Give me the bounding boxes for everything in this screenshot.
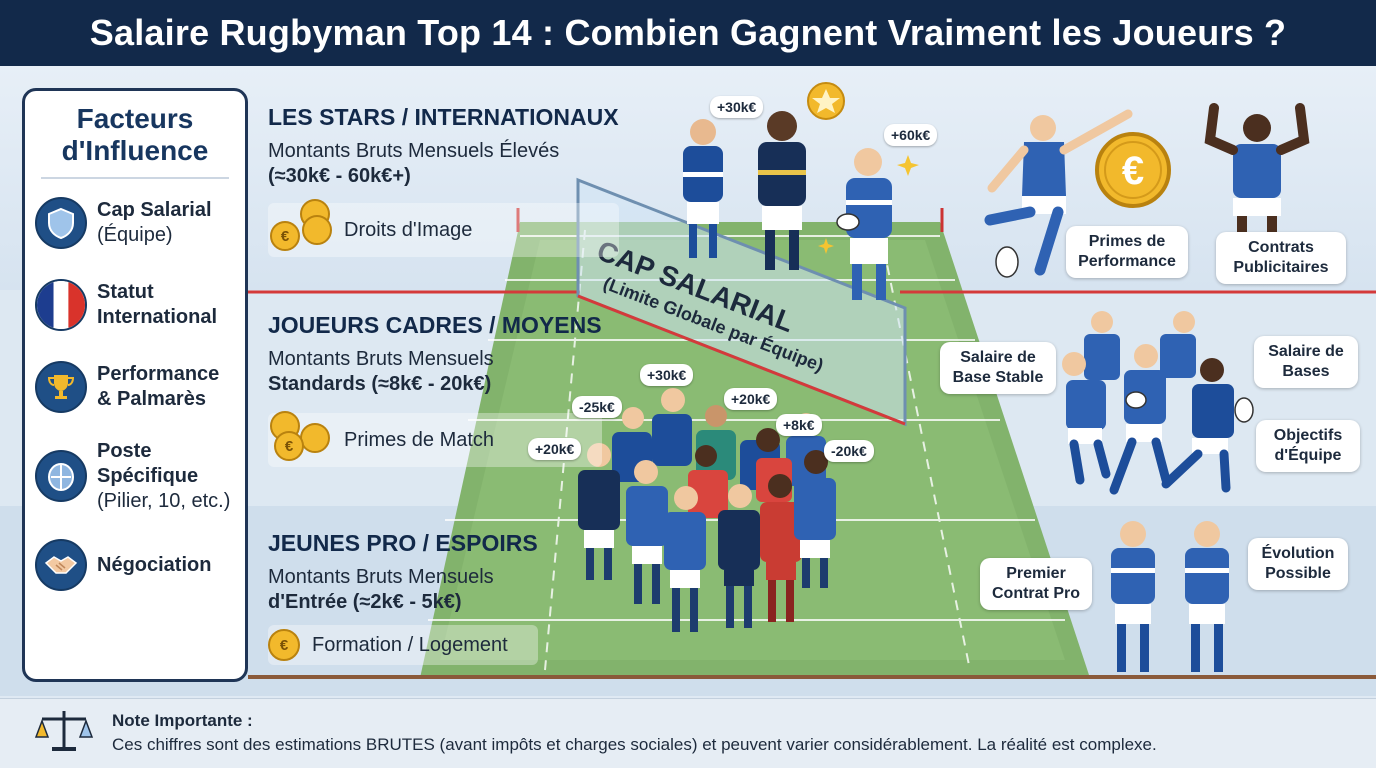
tier-stars: LES STARS / INTERNATIONAUX Montants Brut… [268, 104, 619, 257]
factor-sublabel: (Équipe) [97, 224, 173, 247]
factor-label: Poste Spécifique [97, 439, 199, 487]
rugby-helmet-icon [35, 450, 87, 503]
trophy-icon [35, 361, 87, 414]
salary-delta-badge: -25k€ [572, 396, 622, 418]
tier-range: (≈30k€ - 60k€+) [268, 165, 411, 187]
salary-delta-badge: +30k€ [710, 96, 764, 118]
factor-statut-international: Statut International [35, 275, 235, 335]
factor-negociation: Négociation [35, 535, 235, 595]
tier-extra: € Droits d'Image [268, 199, 619, 257]
tier-title: JEUNES PRO / ESPOIRS [268, 530, 538, 556]
tier-extra-label: Primes de Match [344, 428, 495, 451]
footer-text: Ces chiffres sont des estimations BRUTES… [112, 735, 1157, 754]
callout-salaire-base-stable: Salaire de Base Stable [940, 342, 1056, 394]
coin-icon: € [268, 629, 300, 661]
footer-note: Note Importante : Ces chiffres sont des … [0, 698, 1376, 768]
callout-contrats-publicitaires: Contrats Publicitaires [1216, 232, 1346, 284]
tier-extra-label: Droits d'Image [344, 218, 473, 241]
callout-evolution-possible: Évolution Possible [1248, 538, 1348, 590]
coin-stack-icon: € [268, 411, 332, 463]
callout-primes-performance: Primes de Performance [1066, 226, 1188, 278]
factor-performance: Performance & Palmarès [35, 357, 235, 417]
salary-delta-badge: +20k€ [724, 388, 778, 410]
tier-title: JOUEURS CADRES / MOYENS [268, 312, 602, 338]
page-title: Salaire Rugbyman Top 14 : Combien Gagnen… [89, 12, 1287, 53]
tier-extra-label: Formation / Logement [312, 633, 508, 656]
factor-label: Négociation [97, 553, 212, 576]
footer-title: Note Importante : [112, 711, 253, 730]
header-bar: Salaire Rugbyman Top 14 : Combien Gagnen… [0, 0, 1376, 66]
tier-range: Standards (≈8k€ - 20k€) [268, 373, 492, 395]
salary-delta-badge: +60k€ [884, 124, 938, 146]
tier-description: Montants Bruts Mensuels [268, 348, 494, 370]
salary-delta-badge: +30k€ [640, 364, 694, 386]
tier-jeunes: JEUNES PRO / ESPOIRS Montants Bruts Mens… [268, 530, 538, 665]
tier-description: Montants Bruts Mensuels Élevés [268, 140, 560, 162]
french-flag-icon [35, 279, 87, 332]
factor-poste-specifique: Poste Spécifique(Pilier, 10, etc.) [35, 439, 235, 513]
shield-icon [35, 197, 87, 250]
callout-salaire-de-bases: Salaire de Bases [1254, 336, 1358, 388]
scale-icon [34, 711, 94, 751]
callout-premier-contrat: Premier Contrat Pro [980, 558, 1092, 610]
coin-stack-icon: € [268, 199, 332, 253]
tier-description: Montants Bruts Mensuels [268, 566, 494, 588]
sidebar-title: Facteurs d'Influence [41, 103, 229, 180]
salary-delta-badge: +8k€ [776, 414, 822, 436]
tier-extra: € Formation / Logement [268, 625, 538, 665]
handshake-icon [35, 539, 87, 592]
factor-cap-salarial: Cap Salarial(Équipe) [35, 193, 235, 253]
influence-factors-panel: Facteurs d'Influence Cap Salarial(Équipe… [22, 88, 248, 682]
factor-label: Performance & Palmarès [97, 363, 220, 411]
factor-sublabel: (Pilier, 10, etc.) [97, 489, 231, 512]
callout-objectifs-equipe: Objectifs d'Équipe [1256, 420, 1360, 472]
tier-range: d'Entrée (≈2k€ - 5k€) [268, 591, 462, 613]
salary-delta-badge: +20k€ [528, 438, 582, 460]
salary-delta-badge: -20k€ [824, 440, 874, 462]
factor-label: Statut International [97, 281, 218, 329]
tier-title: LES STARS / INTERNATIONAUX [268, 104, 619, 130]
factor-label: Cap Salarial [97, 199, 212, 222]
